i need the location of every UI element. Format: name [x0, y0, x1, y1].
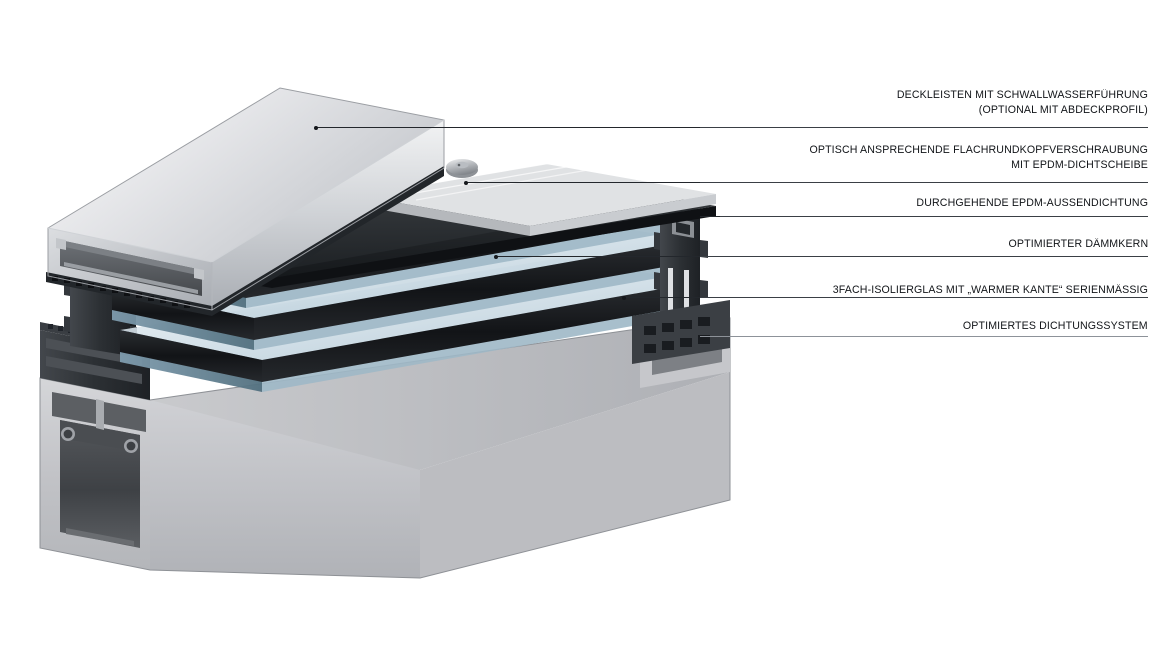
callout-line: MIT EPDM-DICHTSCHEIBE — [1011, 158, 1148, 171]
abdeckprofil-flach — [360, 161, 716, 236]
flachrundkopfschraube — [446, 159, 478, 178]
callout-line: (OPTIONAL MIT ABDECKPROFIL) — [978, 103, 1148, 116]
callout-line: 3FACH-ISOLIERGLAS MIT „WARMER KANTE“ SER… — [832, 284, 1148, 296]
callout-text-deckleisten: DECKLEISTEN MIT SCHWALLWASSERFÜHRUNG (OP… — [897, 88, 1148, 117]
callout-line: OPTIMIERTES DICHTUNGSSYSTEM — [963, 320, 1148, 332]
callout-rule-isolierglas — [700, 297, 1148, 298]
callout-text-isolierglas: 3FACH-ISOLIERGLAS MIT „WARMER KANTE“ SER… — [833, 283, 1148, 298]
callout-rule-epdm — [700, 216, 1148, 217]
callout-text-dichtungssystem: OPTIMIERTES DICHTUNGSSYSTEM — [963, 319, 1148, 334]
dichtungstraeger-rechts — [632, 300, 730, 364]
callout-line: DECKLEISTEN MIT SCHWALLWASSERFÜHRUNG — [896, 89, 1148, 101]
callout-text-verschraubung: OPTISCH ANSPRECHENDE FLACHRUNDKOPFVERSCH… — [809, 143, 1148, 172]
callout-line: OPTISCH ANSPRECHENDE FLACHRUNDKOPFVERSCH… — [809, 144, 1148, 156]
callout-line: DURCHGEHENDE EPDM-AUSSENDICHTUNG — [916, 197, 1148, 209]
callout-text-epdm: DURCHGEHENDE EPDM-AUSSENDICHTUNG — [916, 196, 1148, 211]
callout-line: OPTIMIERTER DÄMMKERN — [1008, 238, 1148, 250]
profile-illustration — [39, 87, 731, 579]
callout-text-daemmkern: OPTIMIERTER DÄMMKERN — [1008, 237, 1148, 252]
callout-rule-daemmkern — [700, 256, 1148, 257]
callout-rule-deckleisten — [700, 127, 1148, 128]
deckleiste-aluminium-kappe — [46, 87, 445, 316]
callout-rule-dichtungssystem — [700, 336, 1148, 337]
callout-rule-verschraubung — [700, 182, 1148, 183]
